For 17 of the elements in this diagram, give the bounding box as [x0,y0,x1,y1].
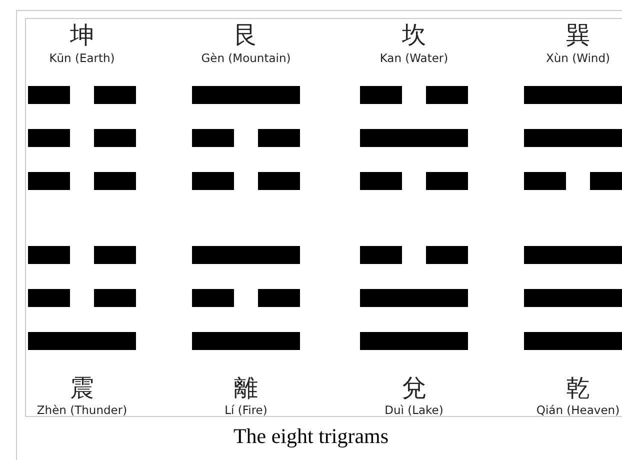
trigram-character: 巽 [565,21,591,49]
trigram-name: Kūn (Earth) [48,51,116,65]
caption: The eight trigrams [232,424,390,449]
trigram-name: Qián (Heaven) [535,403,621,416]
trigram-character: 乾 [565,374,591,402]
trigram-name: Kan (Water) [378,51,450,65]
trigram-character: 坎 [401,21,427,49]
trigram-character: 離 [233,374,259,402]
trigram-name: Gèn (Mountain) [200,51,292,65]
trigram-name: Xùn (Wind) [545,51,611,65]
trigram-name: Duì (Lake) [384,403,444,416]
trigram-name: Lí (Fire) [224,403,268,416]
trigram-character: 艮 [233,21,259,49]
trigram-character: 坤 [69,21,95,49]
trigram-character: 震 [69,374,95,402]
trigram-character: 兌 [401,374,427,402]
trigram-name: Zhèn (Thunder) [36,403,128,416]
